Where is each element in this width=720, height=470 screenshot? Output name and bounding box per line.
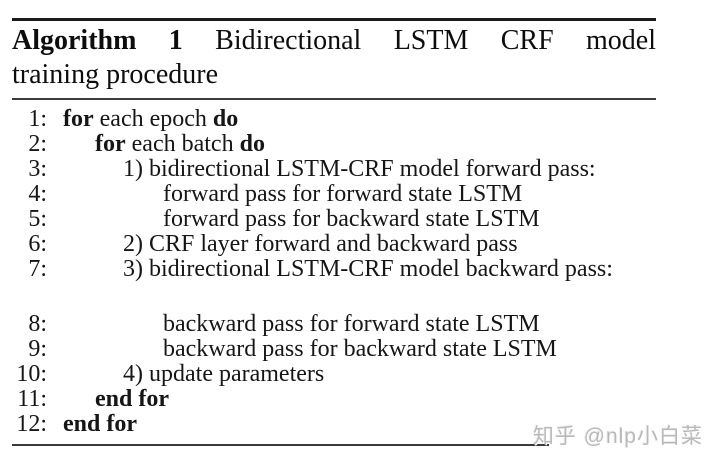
algorithm-line-2: 2:for each batch do bbox=[0, 132, 720, 157]
line-number: 2: bbox=[28, 131, 47, 157]
line-content: forward pass for backward state LSTM bbox=[47, 207, 540, 232]
statement-text: forward pass for forward state LSTM bbox=[163, 181, 523, 207]
line-number: 12: bbox=[16, 411, 47, 437]
zhihu-watermark: 知乎 @nlp小白菜 bbox=[532, 425, 703, 448]
statement-text: 1) bidirectional LSTM-CRF model forward … bbox=[123, 156, 596, 182]
statement-text: 4) update parameters bbox=[123, 361, 325, 387]
line-content: 3) bidirectional LSTM-CRF model backward… bbox=[47, 257, 613, 282]
algorithm-line-6: 6: 2) CRF layer forward and backward pass bbox=[0, 232, 720, 257]
keyword-text: for bbox=[63, 106, 94, 132]
line-content: end for bbox=[47, 412, 137, 437]
line-content: 4) update parameters bbox=[47, 362, 324, 387]
algorithm-line-5: 5: forward pass for backward state LSTM bbox=[0, 207, 720, 232]
line-number: 6: bbox=[28, 231, 47, 257]
line-number: 9: bbox=[28, 336, 47, 362]
line-number: 8: bbox=[28, 311, 47, 337]
line-content: for each epoch do bbox=[47, 107, 238, 132]
statement-text: 2) CRF layer forward and backward pass bbox=[123, 231, 518, 257]
keyword-text: end for bbox=[63, 411, 137, 437]
algorithm-label: Algorithm 1 bbox=[12, 25, 183, 56]
top-rule bbox=[12, 18, 656, 21]
line-number: 10: bbox=[16, 361, 47, 387]
keyword-text: do bbox=[239, 131, 265, 157]
statement-text: forward pass for backward state LSTM bbox=[163, 206, 540, 232]
line-content: end for bbox=[47, 387, 169, 412]
keyword-text: end for bbox=[95, 386, 169, 412]
algorithm-line-11: 11: end for bbox=[0, 387, 720, 412]
line-content: forward pass for forward state LSTM bbox=[47, 182, 522, 207]
line-content: for each batch do bbox=[47, 132, 265, 157]
algorithm-title-line1: Algorithm 1 Bidirectional LSTM CRF model bbox=[12, 24, 656, 58]
statement-text: 3) bidirectional LSTM-CRF model backward… bbox=[123, 256, 613, 282]
title-separator-rule bbox=[12, 98, 656, 100]
bottom-rule bbox=[12, 444, 549, 446]
line-number: 1: bbox=[28, 106, 47, 132]
keyword-text: for bbox=[95, 131, 126, 157]
algorithm-line-9: 9: backward pass for backward state LSTM bbox=[0, 337, 720, 362]
algorithm-line-7: 7: 3) bidirectional LSTM-CRF model backwa… bbox=[0, 257, 720, 282]
statement-text: backward pass for backward state LSTM bbox=[163, 336, 557, 362]
line-number: 3: bbox=[28, 156, 47, 182]
line-content: backward pass for backward state LSTM bbox=[47, 337, 557, 362]
line-content: backward pass for forward state LSTM bbox=[47, 312, 540, 337]
algorithm-title-text: Bidirectional LSTM CRF model bbox=[215, 25, 656, 56]
algorithm-line-3: 3: 1) bidirectional LSTM-CRF model forwar… bbox=[0, 157, 720, 182]
line-number: 7: bbox=[28, 256, 47, 282]
keyword-text: do bbox=[212, 106, 239, 132]
algorithm-title-line2: training procedure bbox=[12, 59, 219, 90]
line-number: 4: bbox=[28, 181, 47, 207]
algorithm-figure: Algorithm 1 Bidirectional LSTM CRF model… bbox=[0, 18, 720, 446]
statement-text: backward pass for forward state LSTM bbox=[163, 311, 540, 337]
line-number: 11: bbox=[17, 386, 47, 412]
algorithm-line-10: 10: 4) update parameters bbox=[0, 362, 720, 387]
line-content: 1) bidirectional LSTM-CRF model forward … bbox=[47, 157, 596, 182]
algorithm-line-4: 4: forward pass for forward state LSTM bbox=[0, 182, 720, 207]
algorithm-line-1: 1:for each epoch do bbox=[0, 107, 720, 132]
statement-text: each batch bbox=[125, 131, 240, 157]
algorithm-line-12: 12: end for bbox=[0, 412, 720, 437]
statement-text: each epoch bbox=[93, 106, 213, 132]
line-content: 2) CRF layer forward and backward pass bbox=[47, 232, 518, 257]
algorithm-title: Algorithm 1 Bidirectional LSTM CRF model… bbox=[12, 24, 656, 92]
algorithm-line-8: 8: backward pass for forward state LSTM bbox=[0, 312, 720, 337]
line-number: 5: bbox=[28, 206, 47, 232]
